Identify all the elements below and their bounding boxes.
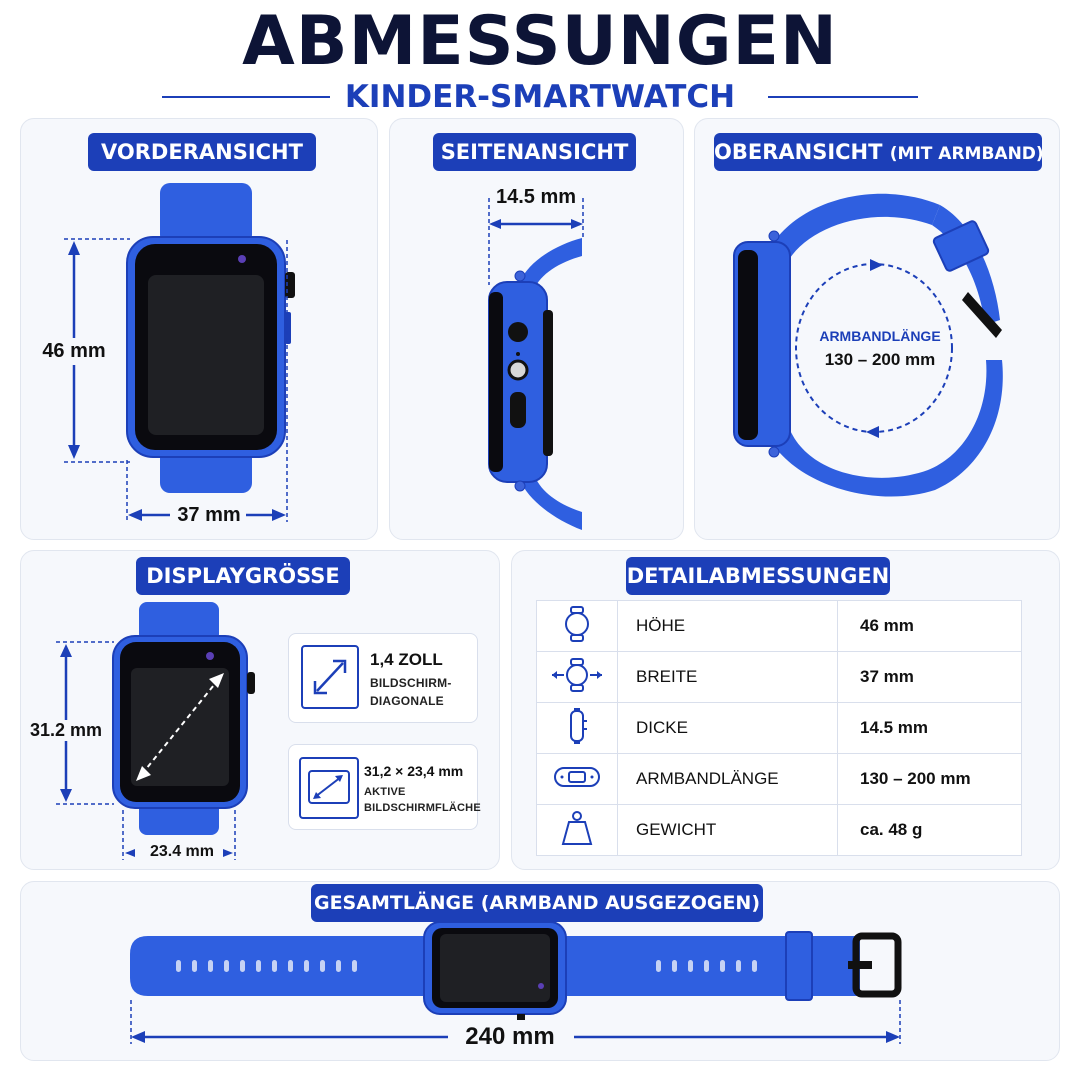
- top-view-badge: OBERANSICHT (MIT ARMBAND): [714, 133, 1044, 171]
- total-length-badge: GESAMTLÄNGE (ARMBAND AUSGEZOGEN): [311, 884, 763, 922]
- area-caption-1: AKTIVE: [364, 786, 406, 798]
- band-length-title: ARMBANDLÄNGE: [819, 328, 941, 344]
- page-title: ABMESSUNGEN: [242, 2, 838, 81]
- side-view-panel: [389, 118, 684, 540]
- diagonal-expand-icon: [301, 645, 359, 709]
- table-row: GEWICHT ca. 48 g: [536, 804, 1022, 856]
- details-badge: DETAILABMESSUNGEN: [626, 557, 890, 595]
- total-length-value: 240 mm: [465, 1023, 555, 1050]
- side-view-badge: SEITENANSICHT: [433, 133, 636, 171]
- watch-width-icon: [536, 651, 618, 703]
- diagonal-caption-1: BILDSCHIRM-: [370, 676, 452, 690]
- table-row: BREITE 37 mm: [536, 651, 1022, 703]
- subtitle-rule-right: [768, 96, 918, 98]
- screen-area-icon: [299, 757, 359, 819]
- display-height-label: 31.2 mm: [24, 720, 108, 741]
- detail-value: 130 – 200 mm: [837, 753, 1022, 805]
- weight-icon: [536, 804, 618, 856]
- front-height-label: 46 mm: [34, 338, 114, 365]
- top-view-badge-suffix: (MIT ARMBAND): [889, 144, 1044, 164]
- area-caption-2: BILDSCHIRMFLÄCHE: [364, 802, 481, 814]
- detail-label: DICKE: [617, 702, 838, 754]
- details-table: HÖHE 46 mm BREITE 37 mm DICKE 14.5 mm AR…: [536, 600, 1022, 856]
- detail-value: 14.5 mm: [837, 702, 1022, 754]
- table-row: ARMBANDLÄNGE 130 – 200 mm: [536, 753, 1022, 805]
- display-badge: DISPLAYGRÖSSE: [136, 557, 350, 595]
- table-row: DICKE 14.5 mm: [536, 702, 1022, 754]
- detail-label: HÖHE: [617, 600, 838, 652]
- diagonal-value: 1,4 ZOLL: [370, 650, 443, 669]
- detail-value: ca. 48 g: [837, 804, 1022, 856]
- table-row: HÖHE 46 mm: [536, 600, 1022, 652]
- detail-label: ARMBANDLÄNGE: [617, 753, 838, 805]
- display-width-label: 23.4 mm: [149, 843, 215, 860]
- front-view-panel: [20, 118, 378, 540]
- detail-value: 46 mm: [837, 600, 1022, 652]
- watch-height-icon: [536, 600, 618, 652]
- top-view-badge-main: OBERANSICHT: [714, 140, 883, 164]
- watch-thickness-icon: [536, 702, 618, 754]
- band-length-icon: [536, 753, 618, 805]
- detail-value: 37 mm: [837, 651, 1022, 703]
- detail-label: GEWICHT: [617, 804, 838, 856]
- diagonal-caption-2: DIAGONALE: [370, 694, 444, 708]
- front-view-badge: VORDERANSICHT: [88, 133, 316, 171]
- page-subtitle: KINDER-SMARTWATCH: [344, 79, 736, 115]
- side-thickness-label: 14.5 mm: [495, 186, 577, 208]
- subtitle-rule-left: [162, 96, 330, 98]
- band-length-value: 130 – 200 mm: [824, 350, 936, 369]
- area-value: 31,2 × 23,4 mm: [364, 763, 464, 779]
- front-width-label: 37 mm: [177, 504, 241, 526]
- detail-label: BREITE: [617, 651, 838, 703]
